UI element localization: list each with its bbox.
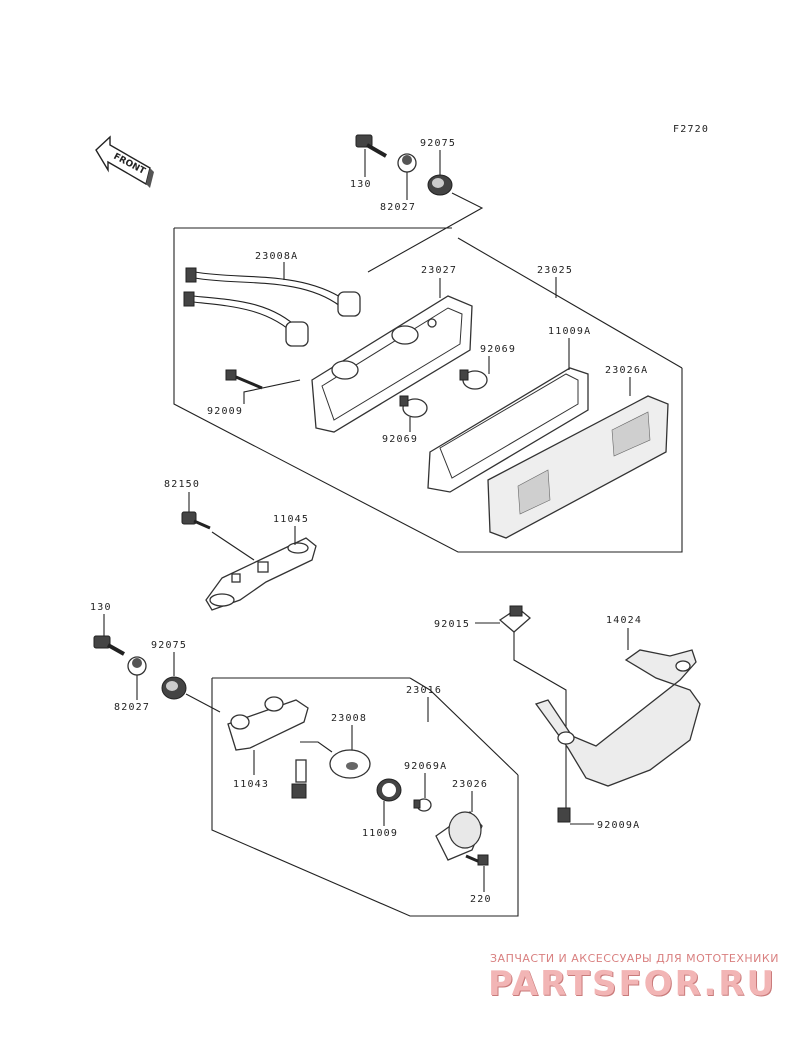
label-82027-lower: 82027 (114, 702, 150, 713)
fender-14024 (534, 649, 701, 787)
bolt-82150 (181, 511, 211, 530)
bolt-130-upper (355, 134, 388, 158)
label-92009: 92009 (207, 406, 243, 417)
screw-92009 (225, 369, 263, 390)
wiring-harness-23008A (183, 267, 361, 347)
label-11043: 11043 (233, 779, 269, 790)
bulb-92069A (413, 798, 432, 812)
screw-220 (465, 854, 489, 866)
label-23008A: 23008A (255, 251, 298, 262)
watermark-logo: PARTSFOR.RU (488, 964, 777, 1004)
label-23027: 23027 (421, 265, 457, 276)
collar-82027-upper (397, 153, 417, 173)
label-23025: 23025 (537, 265, 573, 276)
collar-82027-lower (127, 656, 147, 676)
label-14024: 14024 (606, 615, 642, 626)
label-23008: 23008 (331, 713, 367, 724)
figure-code: F2720 (673, 124, 709, 135)
nut-92015 (498, 605, 532, 633)
label-92075-upper: 92075 (420, 138, 456, 149)
label-82150: 82150 (164, 479, 200, 490)
bracket-11043 (227, 696, 309, 751)
label-130-upper: 130 (350, 179, 372, 190)
label-92009A: 92009A (597, 820, 640, 831)
label-92069-lower: 92069 (382, 434, 418, 445)
label-23016: 23016 (406, 685, 442, 696)
bulb-92069-upper (459, 369, 488, 390)
bolt-130-lower (93, 635, 125, 656)
gasket-11009 (376, 778, 402, 802)
label-92069-upper: 92069 (480, 344, 516, 355)
label-23026A: 23026A (605, 365, 648, 376)
front-arrow-icon: FRONT (95, 135, 154, 188)
label-130-lower: 130 (90, 602, 112, 613)
label-220: 220 (470, 894, 492, 905)
lens-23026 (435, 811, 483, 861)
housing-23027 (311, 295, 473, 433)
lens-23026A (487, 395, 669, 539)
screw-92009A (557, 746, 571, 823)
watermark-caption: ЗАПЧАСТИ И АКСЕССУАРЫ ДЛЯ МОТОТЕХНИКИ (490, 952, 779, 965)
label-92075-lower: 92075 (151, 640, 187, 651)
label-82027-upper: 82027 (380, 202, 416, 213)
bracket-11045 (205, 537, 317, 611)
label-11045: 11045 (273, 514, 309, 525)
label-23026: 23026 (452, 779, 488, 790)
gasket-11009A (427, 367, 589, 493)
grommet-92075-lower (161, 676, 187, 700)
label-92069A: 92069A (404, 761, 447, 772)
label-92015: 92015 (434, 619, 470, 630)
socket-23008 (291, 741, 371, 799)
label-11009: 11009 (362, 828, 398, 839)
grommet-92075-upper (427, 174, 453, 196)
bulb-92069-lower (399, 395, 428, 418)
label-11009A: 11009A (548, 326, 591, 337)
